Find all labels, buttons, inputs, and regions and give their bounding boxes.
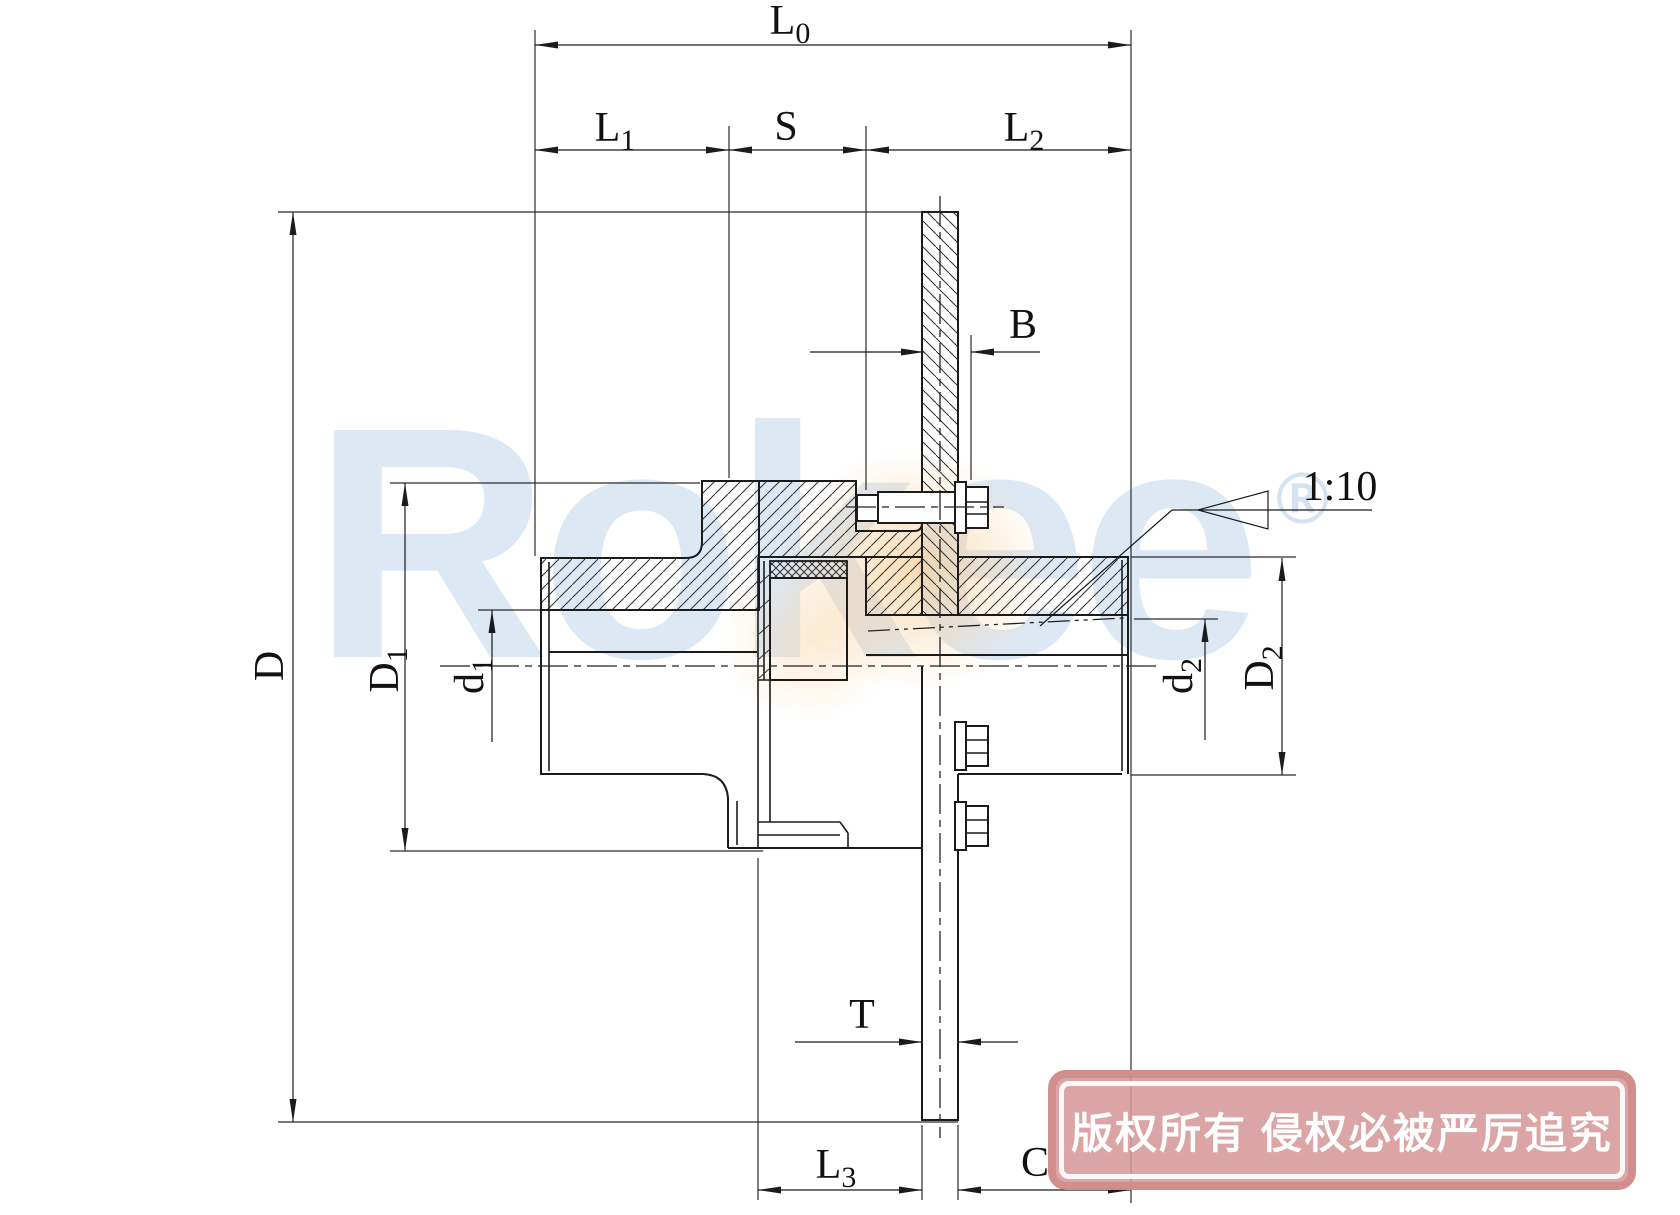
dimension-label-L3: L3 [816, 1142, 857, 1194]
dimension-label-C: C [1021, 1140, 1049, 1186]
dimension-lines [289, 41, 1286, 1194]
elastomer-spider [769, 560, 848, 579]
dimension-label-D1: D1 [362, 647, 414, 692]
dimension-label-L1: L1 [595, 105, 636, 157]
extension-lines [278, 30, 1296, 1203]
dimension-label-T: T [849, 992, 875, 1038]
taper-ratio-label: 1:10 [1303, 464, 1378, 510]
centerlines [440, 196, 1160, 1138]
left-hub-section [540, 480, 760, 771]
dimension-label-S: S [774, 104, 797, 150]
copyright-stamp: 版权所有 侵权必被严厉追究 [1048, 1070, 1636, 1190]
clamp-bolt-lower-2 [954, 801, 989, 851]
dimension-label-d1: d1 [447, 658, 499, 694]
copyright-stamp-text: 版权所有 侵权必被严厉追究 [1071, 1109, 1613, 1157]
dimension-label-D: D [247, 651, 293, 681]
dimension-label-L0: L0 [770, 0, 811, 50]
dimension-label-L2: L2 [1004, 105, 1045, 157]
exterior-view-lines [540, 557, 1129, 849]
dimension-label-d2: d2 [1156, 658, 1208, 694]
clamp-bolt-lower-1 [954, 721, 989, 771]
dimension-label-B: B [1009, 302, 1037, 348]
dimension-label-D2: D2 [1237, 645, 1289, 690]
jaw-claw-detail [757, 557, 848, 681]
registered-trademark-icon: ® [1276, 459, 1330, 539]
right-hub-section [758, 480, 1129, 771]
taper-callout [1039, 490, 1372, 627]
